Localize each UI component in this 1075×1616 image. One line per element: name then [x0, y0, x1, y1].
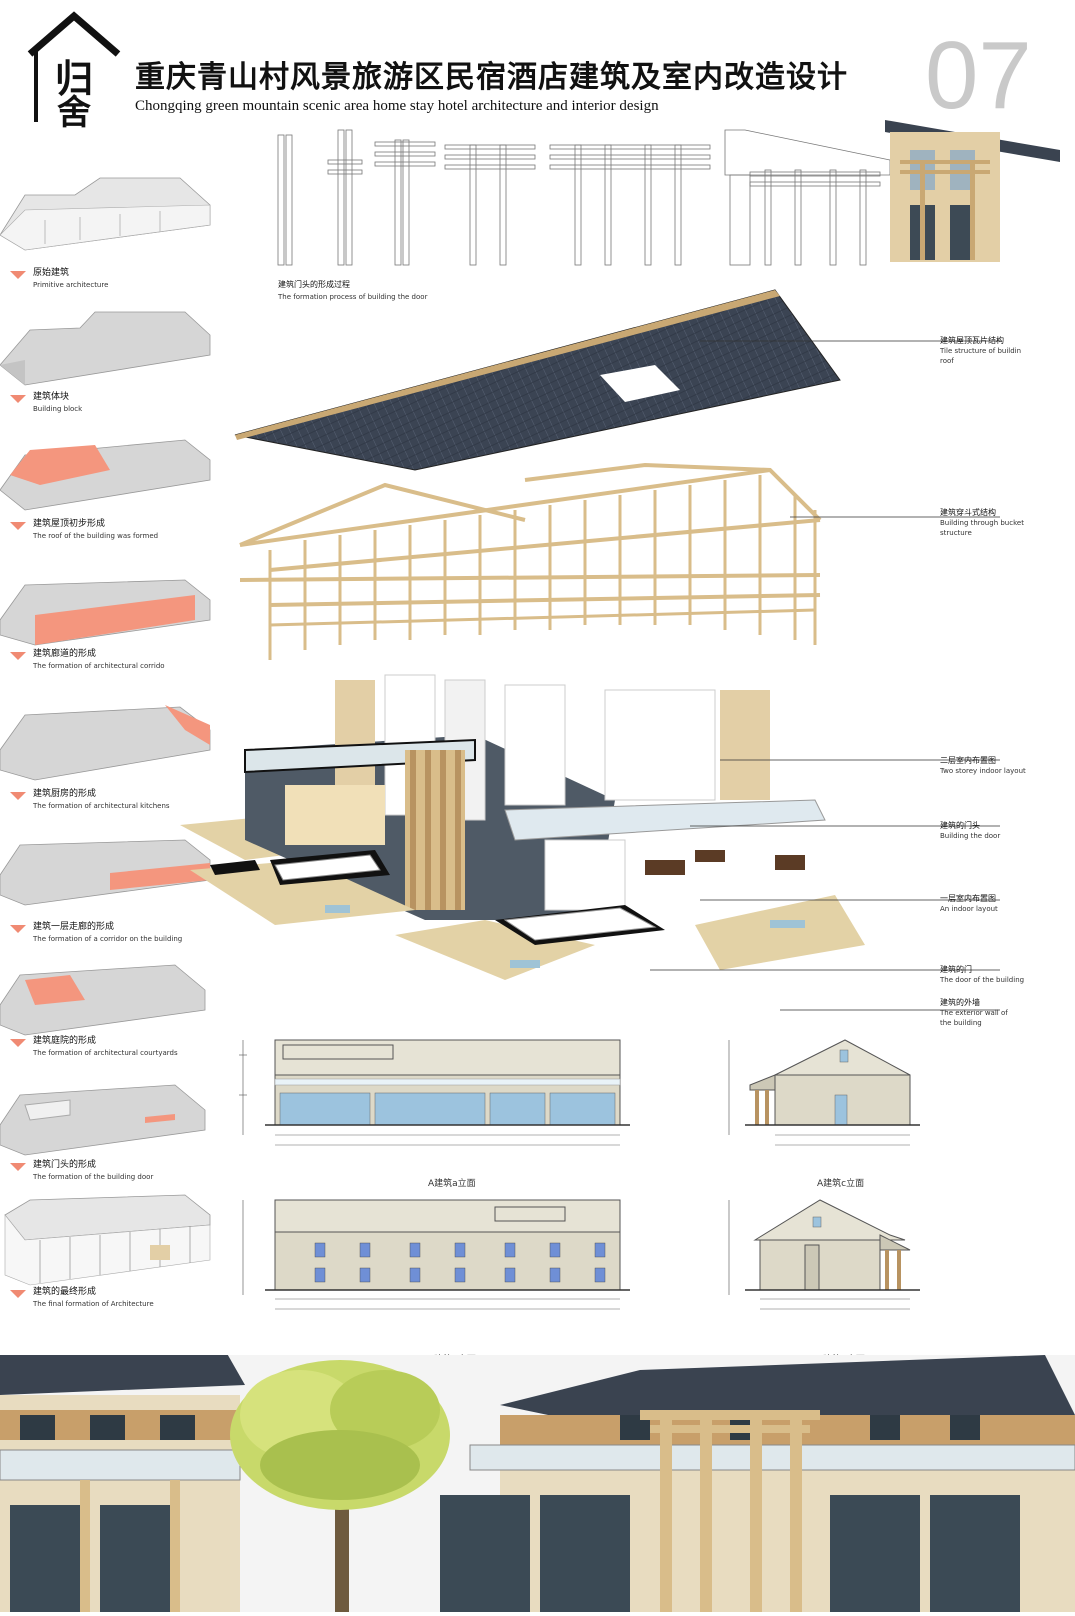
- elevation-a: [235, 1035, 675, 1155]
- interior-layer: [180, 674, 865, 980]
- step-4-block: [0, 579, 211, 646]
- step-9-caption: [10, 1290, 26, 1298]
- step-7-caption: [10, 1039, 26, 1047]
- exploded-axonometric: [175, 280, 875, 1000]
- title-en: Chongqing green mountain scenic area hom…: [135, 98, 659, 114]
- elevation-c: [725, 1035, 925, 1160]
- step-marker-icon: [10, 1163, 26, 1171]
- logo-char-2: 舍: [57, 93, 91, 130]
- door-final-render: [885, 120, 1060, 262]
- step-marker-icon: [10, 652, 26, 660]
- exterior-render: [0, 1350, 1075, 1612]
- step-3-caption: [10, 522, 26, 530]
- page-number: 07: [925, 22, 1032, 129]
- door-process-sequence: [270, 120, 1070, 280]
- step-5-caption: [10, 792, 26, 800]
- logo: 归 舍: [24, 10, 124, 133]
- step-marker-icon: [10, 522, 26, 530]
- door-process-caption: 建筑门头的形成过程 The formation process of build…: [278, 280, 428, 301]
- step-1-block: [0, 177, 211, 251]
- step-marker-icon: [10, 925, 26, 933]
- step-2-block: [0, 311, 211, 386]
- elevation-a-caption: A建筑a立面: [428, 1179, 476, 1189]
- step-4-caption: [10, 652, 26, 660]
- elevation-c-caption: A建筑c立面: [817, 1179, 865, 1189]
- step-5-block: [0, 705, 211, 781]
- step-9-block: [4, 1194, 211, 1286]
- title-cn: 重庆青山村风景旅游区民宿酒店建筑及室内改造设计: [135, 60, 848, 95]
- step-7-block: [0, 964, 206, 1036]
- elevation-b: [235, 1195, 675, 1315]
- step-marker-icon: [10, 271, 26, 279]
- logo-char-1: 归: [55, 56, 93, 101]
- step-3-block: [0, 439, 211, 511]
- step-marker-icon: [10, 792, 26, 800]
- massing-diagrams: [0, 177, 211, 1286]
- step-marker-icon: [10, 1290, 26, 1298]
- elevation-d: [725, 1195, 925, 1320]
- step-1-caption: [10, 271, 26, 279]
- step-8-caption: [10, 1163, 26, 1171]
- step-marker-icon: [10, 1039, 26, 1047]
- step-6-caption: [10, 925, 26, 933]
- roof-tile-layer: [234, 289, 841, 471]
- exploded-axon-drawing: [180, 289, 865, 980]
- door-process-diagram: [277, 120, 1060, 266]
- massing-steps: [0, 170, 215, 1320]
- step-marker-icon: [10, 395, 26, 403]
- timber-frame-layer: [239, 462, 822, 660]
- tree-illustration: [230, 1360, 450, 1612]
- step-8-block: [0, 1084, 206, 1156]
- step-2-caption: [10, 395, 26, 403]
